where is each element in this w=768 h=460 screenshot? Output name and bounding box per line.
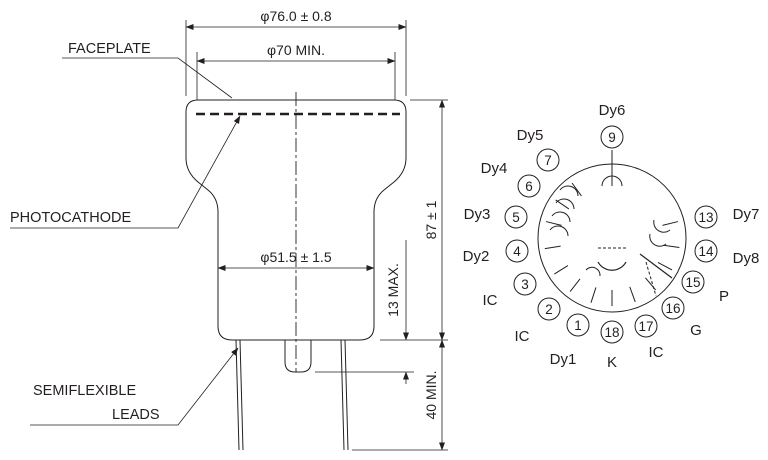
pin-number: 5 xyxy=(512,210,520,225)
pin-name-label: Dy2 xyxy=(463,248,490,265)
overall-diameter-label: φ76.0 ± 0.8 xyxy=(260,8,331,24)
base-pin-6: 6 Dy4 xyxy=(481,160,570,210)
pin-name-label: IC xyxy=(515,328,530,345)
pin-wire xyxy=(571,182,582,197)
pin-circle xyxy=(694,239,718,263)
pin-wire xyxy=(662,221,679,226)
pin-wire xyxy=(629,286,636,303)
overall-diameter-dimension: φ76.0 ± 0.8 xyxy=(185,8,407,96)
pin-name-label: Dy1 xyxy=(550,351,577,368)
pin-number: 15 xyxy=(685,275,700,290)
tube-body xyxy=(185,99,407,341)
base-pin-4: 4 Dy2 xyxy=(463,239,561,265)
pin-number: 1 xyxy=(574,318,582,333)
pin-wire xyxy=(554,265,569,275)
faceplate-label: FACEPLATE xyxy=(68,41,151,57)
pin-number: 4 xyxy=(513,244,521,259)
min-diameter-label: φ70 MIN. xyxy=(267,42,325,58)
lead-min-dimension: 40 MIN. xyxy=(352,339,448,451)
pin-name-label: Dy6 xyxy=(599,102,626,119)
pin-name-label: P xyxy=(719,288,729,305)
pin-circle xyxy=(600,320,624,344)
pin-number: 6 xyxy=(525,179,533,194)
pin-wire xyxy=(590,287,597,303)
pin-wire xyxy=(555,199,570,210)
photocathode-callout: PHOTOCATHODE xyxy=(10,115,241,229)
photocathode-label: PHOTOCATHODE xyxy=(10,210,131,226)
pin-number: 9 xyxy=(608,130,616,145)
pin-circle xyxy=(537,297,561,321)
pin-circle xyxy=(566,313,590,337)
base-pin-2: 2IC xyxy=(515,278,581,345)
leads-callout: SEMIFLEXIBLE LEADS xyxy=(30,347,239,426)
pin-circle xyxy=(536,148,560,172)
pin-circle xyxy=(513,272,537,296)
pin-circle xyxy=(505,239,529,263)
base-max-label: 13 MAX. xyxy=(385,263,401,317)
pin-number: 18 xyxy=(604,325,619,340)
pin-number: 2 xyxy=(545,302,553,317)
pin-circle xyxy=(661,296,685,320)
pin-name-label: K xyxy=(607,354,617,371)
base-pin-14: 14 Dy8 xyxy=(663,239,760,267)
base-pin-5: 5 Dy3 xyxy=(464,205,562,229)
faceplate-callout: FACEPLATE xyxy=(62,41,233,99)
pin-circle xyxy=(634,314,658,338)
leads-label-line1: SEMIFLEXIBLE xyxy=(33,383,136,399)
pin-name-label: Dy3 xyxy=(464,206,491,223)
electrode-symbols xyxy=(549,150,673,297)
pin-circle xyxy=(504,205,528,229)
pin-name-label: Dy5 xyxy=(517,127,544,144)
pin-wire xyxy=(545,221,562,226)
pin-number: 16 xyxy=(665,301,680,316)
pin-wire xyxy=(663,244,680,248)
pin-number: 14 xyxy=(698,244,714,259)
outline-view: φ76.0 ± 0.8 φ70 MIN. φ51.5 ± 1.5 FACEPLA… xyxy=(10,8,448,451)
pin-name-label: Dy8 xyxy=(733,250,760,267)
pin-number: 13 xyxy=(698,210,713,225)
base-pin-15: 15P xyxy=(657,261,729,305)
exhaust-tip xyxy=(284,339,312,373)
base-max-dimension: 13 MAX. xyxy=(315,240,414,384)
length-dimension: 87 ± 1 xyxy=(380,99,448,341)
pin-number: 3 xyxy=(521,277,529,292)
pin-name-label: Dy4 xyxy=(481,160,508,177)
pin-name-label: G xyxy=(690,322,702,339)
pin-circle xyxy=(600,125,624,149)
pin-circle xyxy=(517,174,541,198)
pin-name-label: IC xyxy=(649,344,664,361)
pin-wire xyxy=(657,261,673,271)
base-pin-3: 3IC xyxy=(483,265,569,309)
pin-number: 17 xyxy=(638,319,653,334)
pin-circle xyxy=(694,205,718,229)
base-pin-9: 9 Dy6 xyxy=(599,102,626,186)
length-label: 87 ± 1 xyxy=(423,200,439,239)
pin-wire xyxy=(645,277,657,291)
pin-number: 7 xyxy=(544,153,552,168)
neck-diameter-label: φ51.5 ± 1.5 xyxy=(260,249,331,265)
min-diameter-dimension: φ70 MIN. xyxy=(196,42,396,100)
base-pin-16: 16G xyxy=(645,277,702,339)
base-circle xyxy=(537,163,687,313)
pin-wire xyxy=(569,278,581,292)
pin-name-label: Dy7 xyxy=(733,206,760,223)
leads-label-line2: LEADS xyxy=(112,407,160,423)
pin-circle xyxy=(681,270,705,294)
neck-diameter-dimension: φ51.5 ± 1.5 xyxy=(217,249,375,271)
base-pin-13: 13 Dy7 xyxy=(662,205,760,229)
base-pin-18: 18K xyxy=(600,290,624,371)
pin-name-label: IC xyxy=(483,292,498,309)
lead-min-label: 40 MIN. xyxy=(423,370,439,419)
pin-wire xyxy=(544,245,561,250)
semiflexible-leads xyxy=(235,339,349,451)
